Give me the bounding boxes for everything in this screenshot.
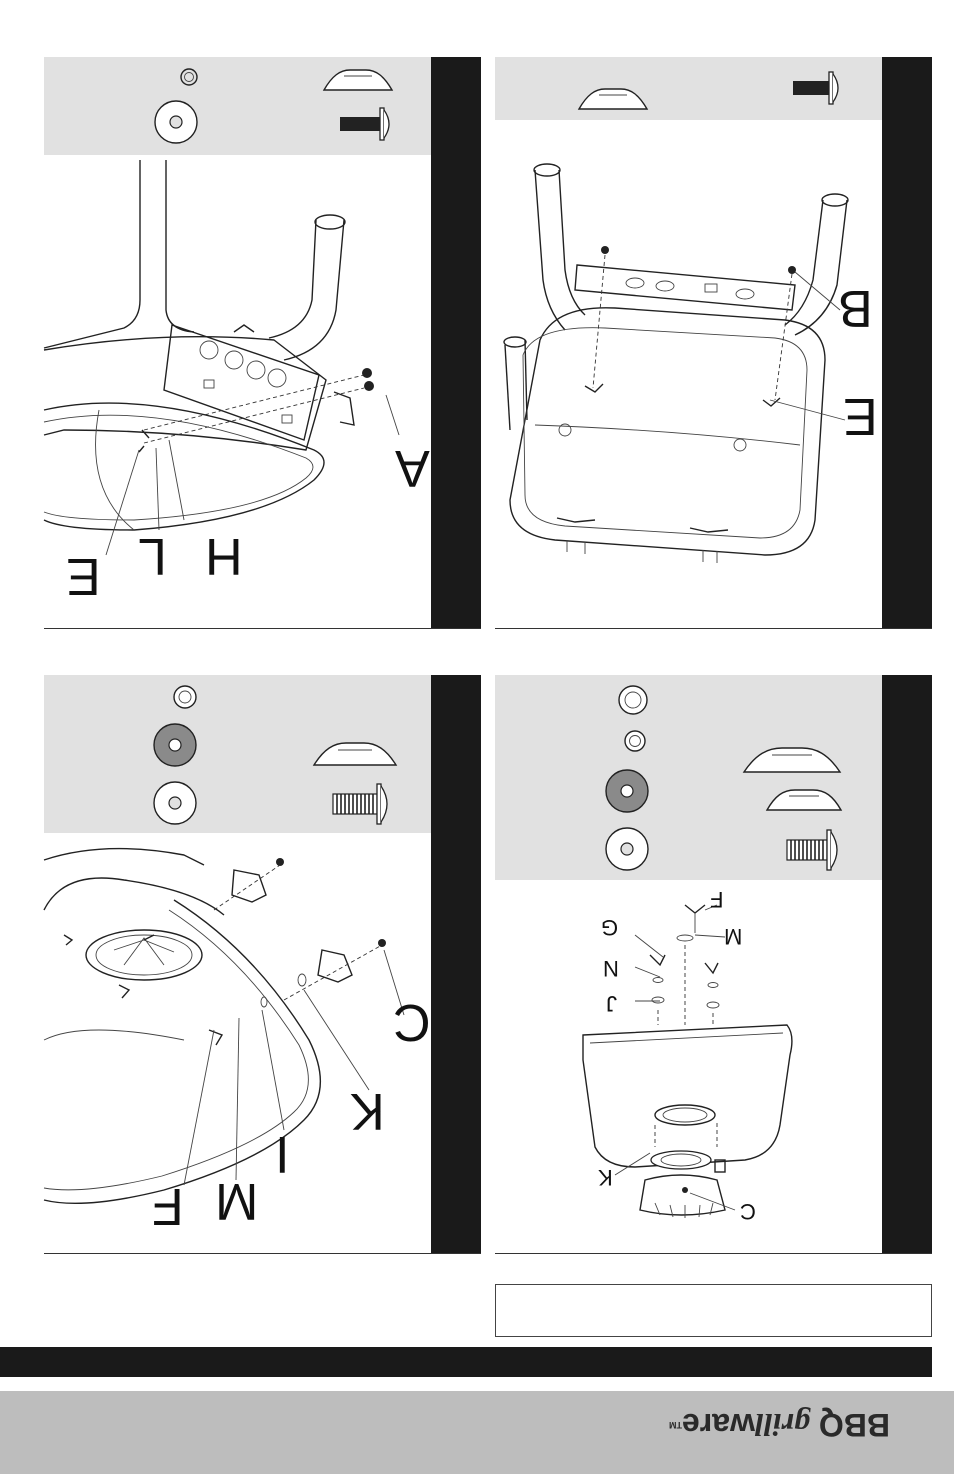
callout-letter: K (598, 1166, 613, 1188)
wing-nut-icon (765, 788, 843, 812)
brand-logo: BBQ grillwareTM (630, 1405, 890, 1445)
lock-washer-small-icon (622, 728, 648, 754)
callout-letter: F (710, 888, 723, 910)
step-bar (882, 675, 932, 1254)
rubber-washer-icon (604, 768, 650, 814)
wing-nut-large-icon (742, 746, 842, 774)
footer-bar (0, 1347, 932, 1377)
callout-letter: N (603, 957, 619, 979)
note-box (495, 1284, 932, 1337)
brand-main: BBQ (810, 1407, 890, 1443)
panel-rule (495, 1253, 932, 1254)
screw-icon (787, 826, 849, 874)
assembly-drawing (495, 885, 882, 1245)
brand-end: ware (682, 1407, 755, 1443)
callout-letter: C (740, 1200, 756, 1222)
flat-washer-icon (604, 826, 650, 872)
brand-script: grill (755, 1407, 810, 1443)
callout-letter: G (601, 916, 618, 938)
lock-washer-icon (616, 683, 650, 717)
callout-letter: M (724, 925, 742, 947)
callout-letter: J (606, 992, 617, 1014)
brand-trademark: TM (669, 1420, 682, 1430)
step-panel-bottom-right: F M G N J K C (0, 0, 954, 1260)
